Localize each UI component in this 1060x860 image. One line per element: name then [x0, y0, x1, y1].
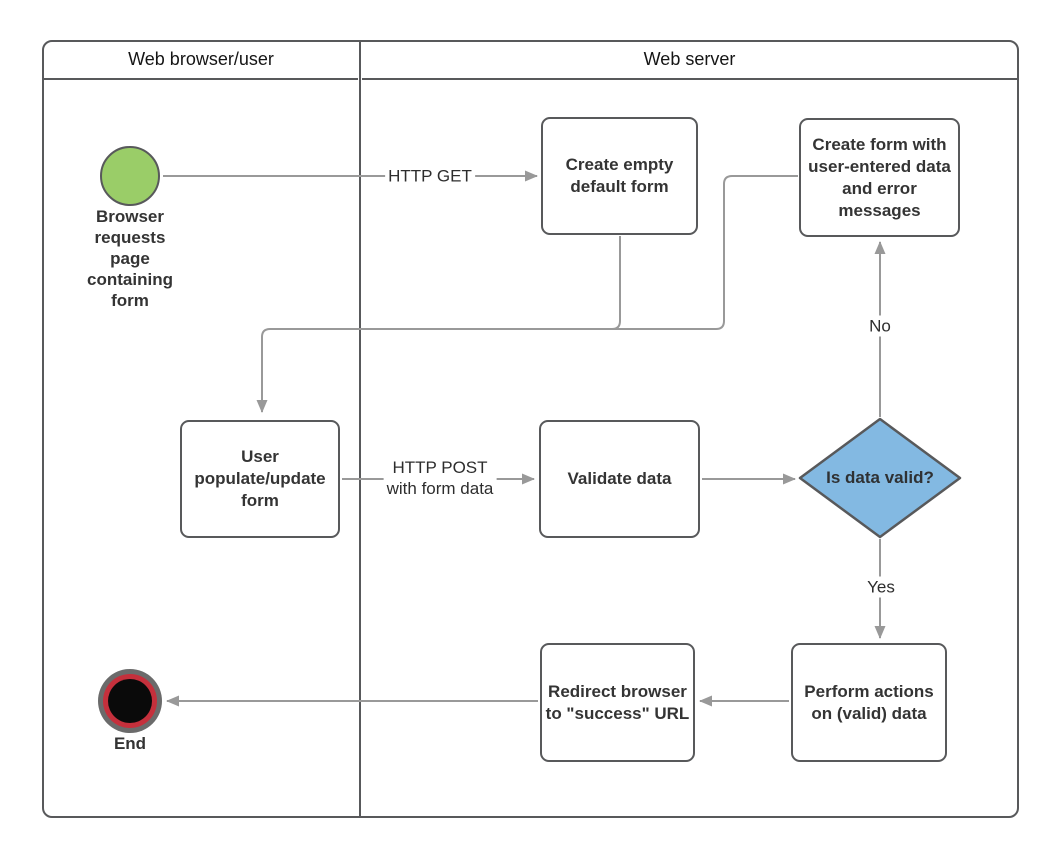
end-node [98, 669, 162, 733]
swimlane-frame [42, 40, 1019, 818]
decision-label: Is data valid? [826, 468, 934, 487]
edge-label-http-get: HTTP GET [385, 165, 475, 187]
node-redirect-browser: Redirect browser to "success" URL [540, 643, 695, 762]
decision-diamond [798, 417, 962, 539]
edge-label-http-post: HTTP POST with form data [383, 457, 497, 499]
node-create-form-with-errors: Create form with user-entered data and e… [799, 118, 960, 237]
edge-create-empty-to-merge [598, 236, 621, 330]
lane-divider [359, 40, 361, 818]
start-node [100, 146, 160, 206]
edge-label-no: No [866, 315, 894, 337]
start-node-label: Browser requests page containing form [87, 207, 173, 310]
lane-header-web-server: Web server [362, 40, 1017, 80]
node-validate-data: Validate data [539, 420, 700, 538]
node-perform-actions: Perform actions on (valid) data [791, 643, 947, 762]
node-user-populate-update-form: User populate/update form [180, 420, 340, 538]
lane-header-web-browser-user: Web browser/user [44, 40, 358, 80]
node-create-empty-default-form: Create empty default form [541, 117, 698, 235]
edge-error-form-to-user-populate [256, 175, 798, 413]
end-node-label: End [113, 734, 147, 753]
end-node-core [108, 679, 152, 723]
edge-label-yes: Yes [864, 576, 898, 598]
